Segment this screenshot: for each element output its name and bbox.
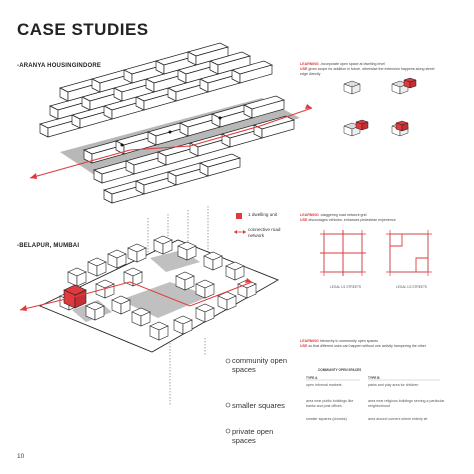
belapur-red-dwelling (63, 284, 87, 309)
note-road-grid: LEARNING -staggering road network grid U… (300, 213, 396, 222)
callout-smaller-squares: smaller squares (232, 401, 285, 410)
page-title: CASE STUDIES (17, 20, 149, 39)
table-row-3-col-b: area around corners where elderly sit (368, 417, 428, 421)
page-number: 10 (17, 453, 25, 460)
road-grid-diagram-right (386, 230, 432, 276)
note-open-space-hierarchy: LEARNING hierarchy in community open spa… (300, 339, 426, 348)
dwelling-growth-diagrams (343, 77, 417, 137)
belapur-diagram (19, 235, 280, 353)
road-network-legend-icon (234, 230, 246, 234)
table-row-3-col-a: smaller squares (chowks) (306, 417, 347, 421)
table-row-1-col-a: open informal markets (306, 383, 342, 387)
callout-community-open-spaces: community open spaces (232, 356, 288, 374)
table-row-2-col-a: area near public buildings like banks an… (306, 399, 354, 408)
note-dwelling-open-space: LEARNING -incorporate open space at dwel… (300, 62, 435, 76)
section-label-belapur: -BELAPUR, MUMBAI (17, 243, 80, 249)
aranya-diagram (29, 42, 313, 204)
table-col-b-head: TYPE B (368, 376, 380, 380)
table-row-2-col-b: area near religious buildings serving a … (368, 399, 445, 408)
grid-caption-left: LEGAL 1/1 STREETS (330, 285, 362, 289)
grid-caption-right: LEGAL 1/2 STREETS (396, 285, 428, 289)
road-grid-diagram-left (320, 230, 366, 276)
callout-private-open-spaces: private open spaces (232, 427, 274, 445)
aranya-road-line (29, 107, 313, 179)
legend-dwelling-unit: 1 dwelling unit (248, 212, 278, 217)
dwelling-unit-legend-icon (236, 213, 242, 219)
section-label-aranya: -ARANYA HOUSINGINDORE (17, 63, 102, 69)
belapur-road-line (19, 281, 253, 311)
legend-road-network: connective road network (248, 227, 281, 238)
table-title: COMMUNITY OPEN SPACES (318, 368, 362, 372)
table-row-1-col-b: parks and play area for children (368, 383, 419, 387)
table-col-a-head: TYPE A (306, 376, 318, 380)
